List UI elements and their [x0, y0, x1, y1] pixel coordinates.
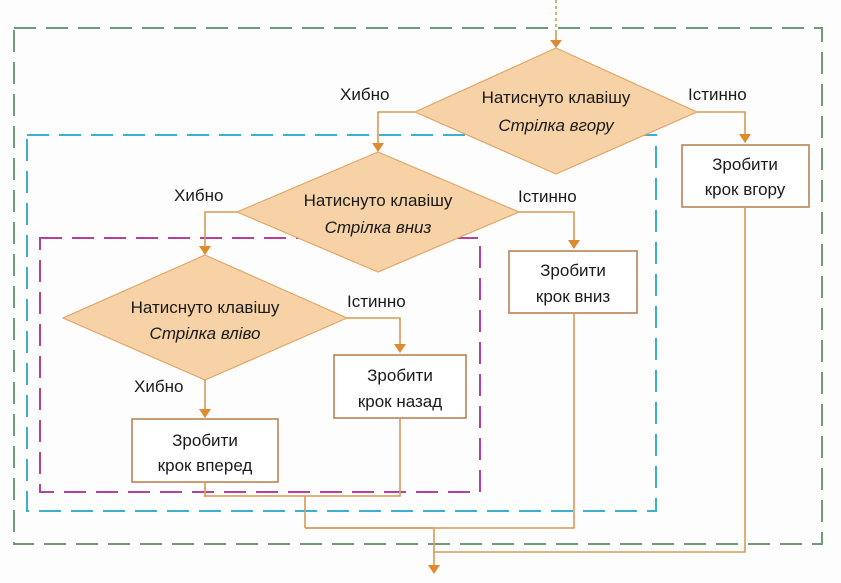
- arrow-to-step-down: [568, 240, 580, 249]
- decision-down: [235, 151, 521, 273]
- label-true-down: Істинно: [518, 187, 577, 206]
- action-step-back-line2: крок назад: [358, 392, 442, 411]
- arrow-to-step-back: [394, 344, 406, 353]
- arrow-to-step-forward: [199, 409, 211, 418]
- entry-arrow: [550, 40, 562, 48]
- decision-up-line1: Натиснуто клавішу: [482, 88, 631, 107]
- action-step-down-line1: Зробити: [540, 261, 606, 280]
- exit-arrow: [428, 565, 440, 574]
- action-step-forward-line2: крок вперед: [158, 456, 253, 475]
- decision-down-line2: Стрілка вниз: [325, 218, 432, 237]
- arrow-to-step-up: [739, 134, 751, 143]
- action-step-up-line2: крок вгору: [705, 180, 786, 199]
- decision-down-line1: Натиснуто клавішу: [304, 191, 453, 210]
- decision-up-line2: Стрілка вгору: [498, 116, 615, 135]
- label-false-up: Хибно: [340, 85, 389, 104]
- arrow-to-decision-down: [372, 143, 384, 152]
- label-true-up: Істинно: [688, 85, 747, 104]
- arrow-to-decision-left: [199, 246, 211, 255]
- action-step-down-line2: крок вниз: [536, 287, 610, 306]
- label-false-left: Хибно: [134, 377, 183, 396]
- decision-left-line2: Стрілка вліво: [150, 324, 261, 343]
- inner-branch-frame: [39, 237, 481, 493]
- decision-left-line1: Натиснуто клавішу: [131, 298, 280, 317]
- action-step-up-line1: Зробити: [712, 155, 778, 174]
- action-step-back: [333, 354, 467, 419]
- label-false-down: Хибно: [174, 186, 223, 205]
- decision-up: [413, 47, 699, 175]
- outer-branch-frame: [13, 27, 823, 545]
- action-step-forward-line1: Зробити: [172, 431, 238, 450]
- decision-left: [61, 254, 349, 381]
- action-step-up: [681, 144, 810, 208]
- label-true-left: Істинно: [347, 292, 406, 311]
- action-step-back-line1: Зробити: [367, 366, 433, 385]
- action-step-down: [508, 250, 638, 314]
- middle-branch-frame: [26, 134, 657, 512]
